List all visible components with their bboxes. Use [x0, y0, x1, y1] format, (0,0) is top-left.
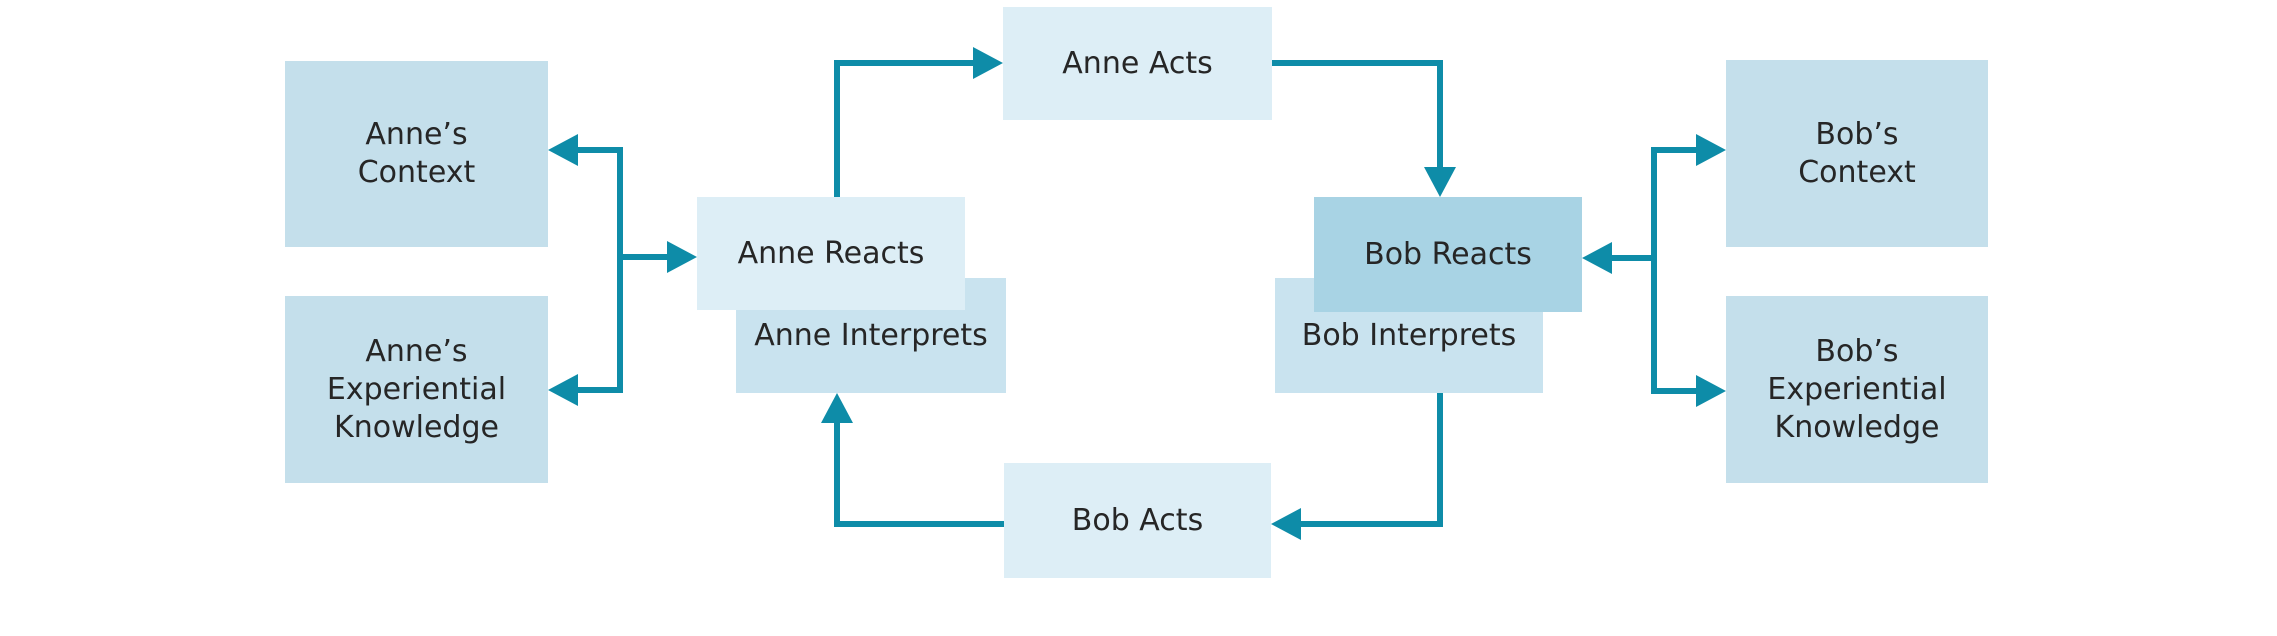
node-bob-experiential-knowledge-label: Bob’s Experiential Knowledge — [1767, 333, 1947, 445]
arrow-bob-junction-bottom-segment — [1657, 388, 1696, 394]
node-anne-interprets-label: Anne Interprets — [754, 317, 988, 353]
node-anne-reacts-label: Anne Reacts — [737, 235, 925, 271]
arrow-anne-reacts-to-anne-acts-horizontal — [834, 60, 973, 66]
node-bob-interprets-label: Bob Interprets — [1301, 317, 1517, 353]
node-bob-acts-label: Bob Acts — [1071, 502, 1204, 538]
node-bob-reacts: Bob Reacts — [1314, 197, 1582, 312]
arrowhead-into-anne-interprets — [821, 393, 853, 423]
node-anne-context-label: Anne’s Context — [357, 117, 476, 190]
arrow-anne-acts-to-bob-reacts-vertical — [1437, 60, 1443, 167]
arrowhead-into-bob-reacts-top — [1424, 167, 1456, 197]
arrow-bob-acts-to-anne-interprets-vertical — [834, 423, 840, 527]
node-anne-experiential-knowledge-label: Anne’s Experiential Knowledge — [326, 333, 507, 445]
arrow-anne-junction-mid-segment — [623, 254, 667, 260]
arrowhead-into-bob-reacts-side — [1582, 242, 1612, 274]
node-anne-experiential-knowledge: Anne’s Experiential Knowledge — [285, 296, 548, 483]
arrowhead-into-anne-experiential-knowledge — [548, 374, 578, 406]
arrowhead-into-anne-acts — [973, 47, 1003, 79]
arrow-bob-acts-to-anne-interprets-horizontal — [837, 521, 1004, 527]
arrow-bob-junction-mid-segment — [1612, 255, 1651, 261]
node-bob-context-label: Bob’s Context — [1798, 116, 1916, 190]
arrow-bob-junction-top-segment — [1657, 147, 1696, 153]
arrow-bob-junction-vertical — [1651, 147, 1657, 394]
arrow-anne-junction-vertical — [617, 147, 623, 393]
arrowhead-into-bob-context — [1696, 134, 1726, 166]
arrowhead-into-anne-reacts — [667, 241, 697, 273]
arrow-anne-reacts-to-anne-acts-vertical — [834, 60, 840, 197]
node-bob-reacts-label: Bob Reacts — [1364, 236, 1532, 272]
node-bob-context: Bob’s Context — [1726, 60, 1988, 247]
node-anne-acts: Anne Acts — [1003, 7, 1272, 120]
node-anne-context: Anne’s Context — [285, 61, 548, 247]
arrow-anne-junction-bottom-segment — [578, 387, 623, 393]
arrow-bob-interprets-to-bob-acts-vertical — [1437, 393, 1443, 527]
node-bob-experiential-knowledge: Bob’s Experiential Knowledge — [1726, 296, 1988, 483]
arrow-bob-interprets-to-bob-acts-horizontal — [1301, 521, 1443, 527]
arrowhead-into-anne-context — [548, 134, 578, 166]
node-anne-reacts: Anne Reacts — [697, 197, 965, 310]
arrow-anne-acts-to-bob-reacts-horizontal — [1272, 60, 1443, 66]
node-bob-acts: Bob Acts — [1004, 463, 1271, 578]
arrowhead-into-bob-experiential-knowledge — [1696, 375, 1726, 407]
node-anne-acts-label: Anne Acts — [1062, 45, 1213, 81]
arrowhead-into-bob-acts — [1271, 508, 1301, 540]
arrow-anne-junction-top-segment — [578, 147, 623, 153]
